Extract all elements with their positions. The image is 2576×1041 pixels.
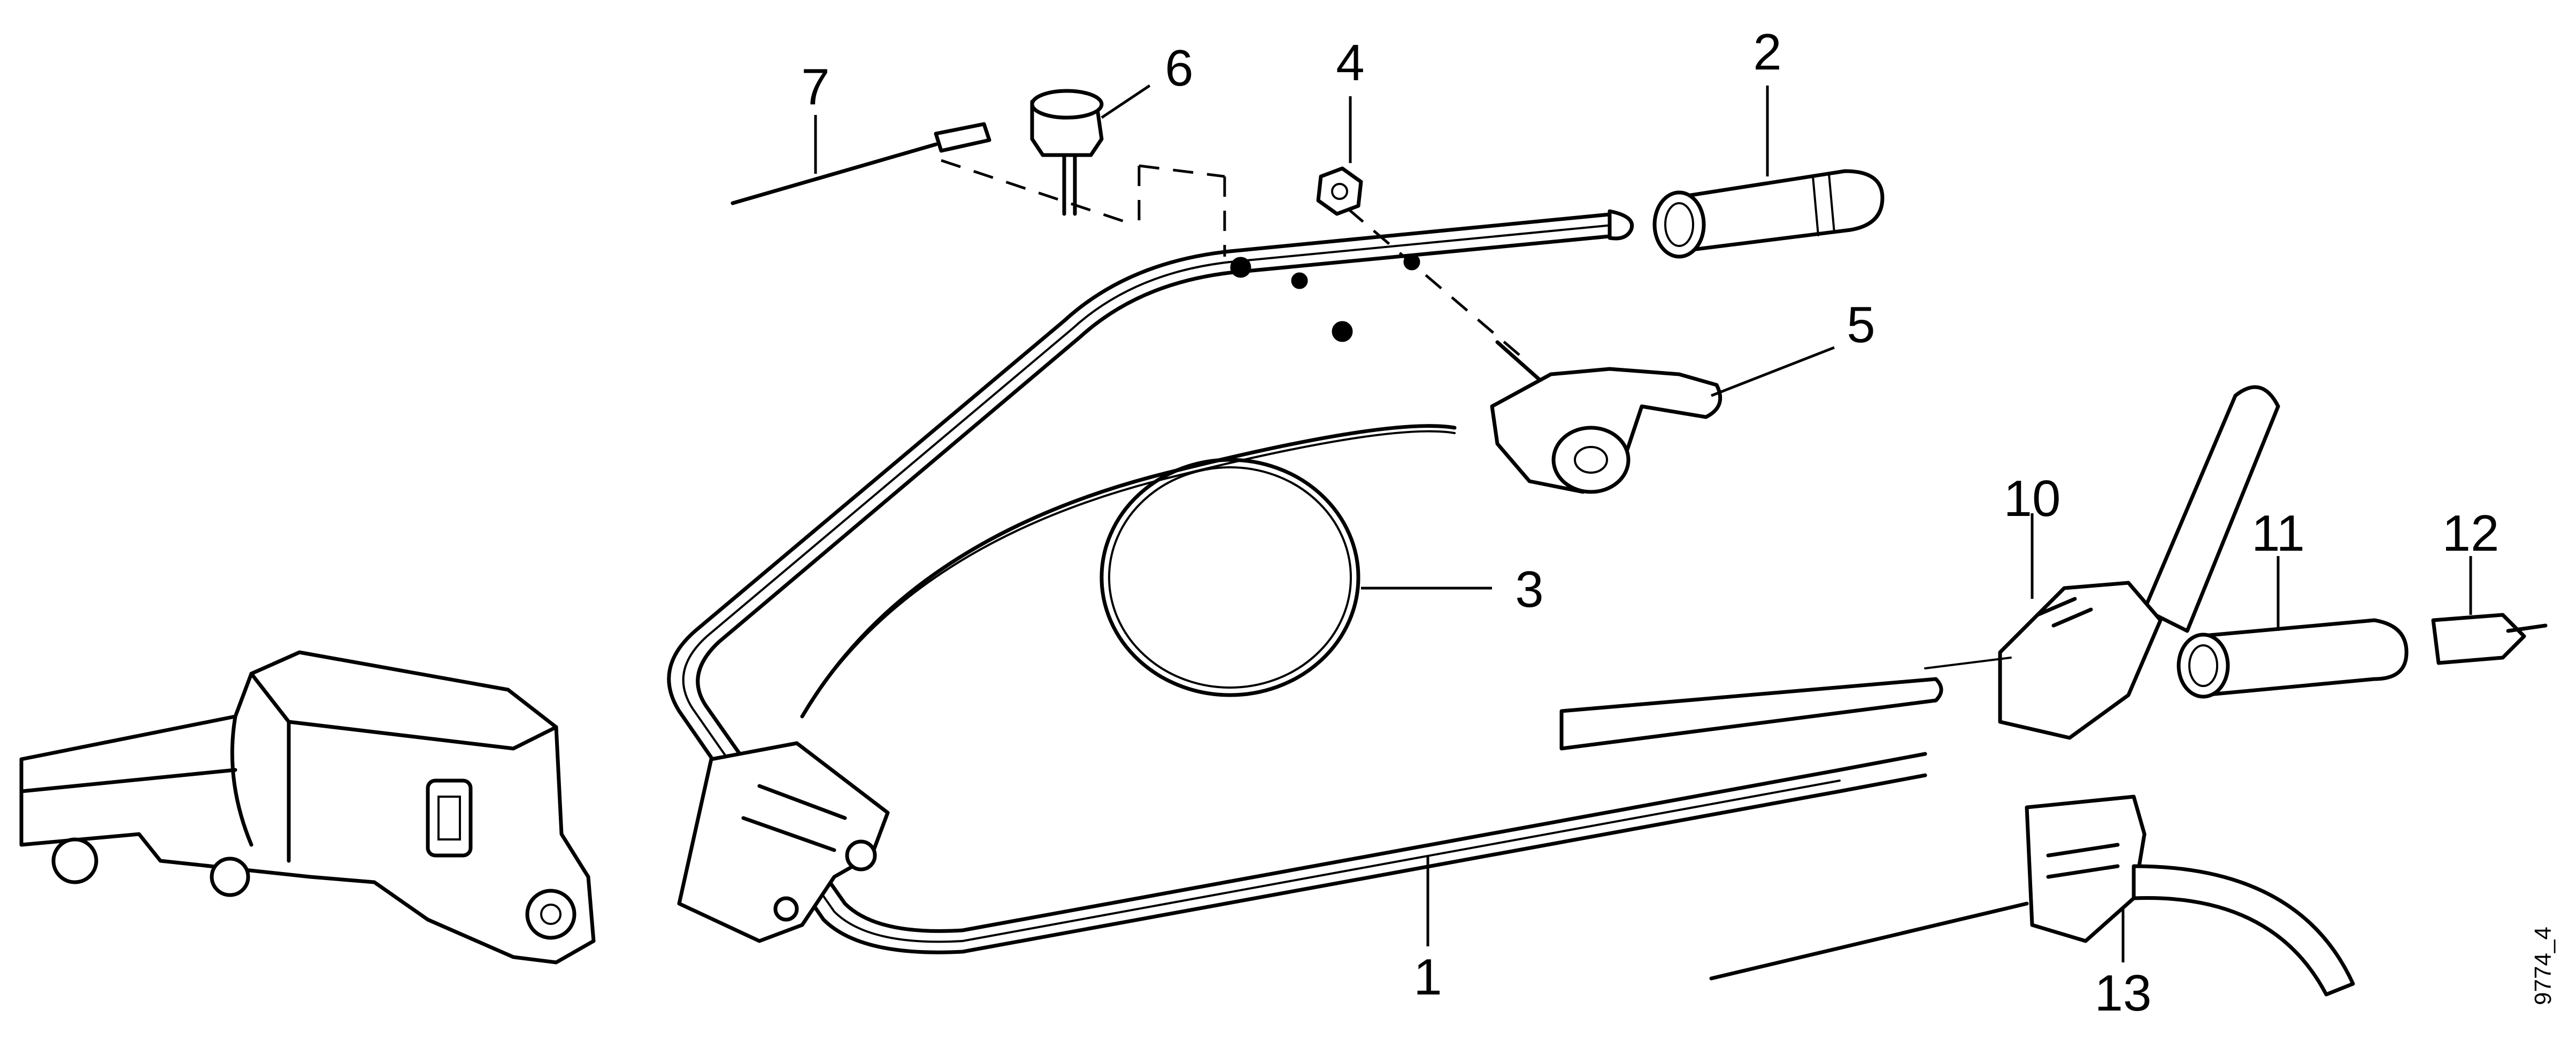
clutch-lever	[1709, 795, 2355, 997]
leader-line-5	[1711, 346, 1835, 397]
leader-line-6	[1101, 84, 1151, 119]
callout-5: 5	[1847, 296, 1875, 353]
mower-housing	[19, 650, 596, 965]
figure-code: 9774_4	[2530, 927, 2556, 1005]
drive-control-lever	[1924, 385, 2280, 740]
small-nut	[1332, 321, 1353, 342]
callout-7: 7	[801, 58, 829, 115]
dashed-assembly-line-7	[941, 159, 1134, 226]
ignition-wire	[730, 122, 991, 205]
lock-nut	[1316, 166, 1363, 216]
grip-sleeve-upper	[1652, 169, 1885, 259]
dashed-assembly-line-6	[1137, 164, 1226, 257]
callout-6: 6	[1165, 40, 1193, 97]
callout-12: 12	[2442, 505, 2500, 562]
callout-1: 1	[1413, 949, 1442, 1006]
callout-3: 3	[1515, 561, 1543, 618]
throttle-cable	[800, 424, 1457, 719]
stop-switch	[1030, 89, 1104, 216]
throttle-lever	[1490, 340, 1723, 494]
handle-frame	[667, 209, 1943, 954]
callout-13: 13	[2095, 965, 2152, 1022]
dashed-assembly-line-4-5	[1347, 207, 1531, 365]
end-clip	[2431, 613, 2548, 665]
callout-10: 10	[2004, 470, 2061, 527]
callout-4: 4	[1336, 34, 1364, 91]
grip-sleeve-lower	[2177, 618, 2409, 699]
callout-11: 11	[2251, 505, 2305, 562]
callout-2: 2	[1753, 24, 1781, 81]
